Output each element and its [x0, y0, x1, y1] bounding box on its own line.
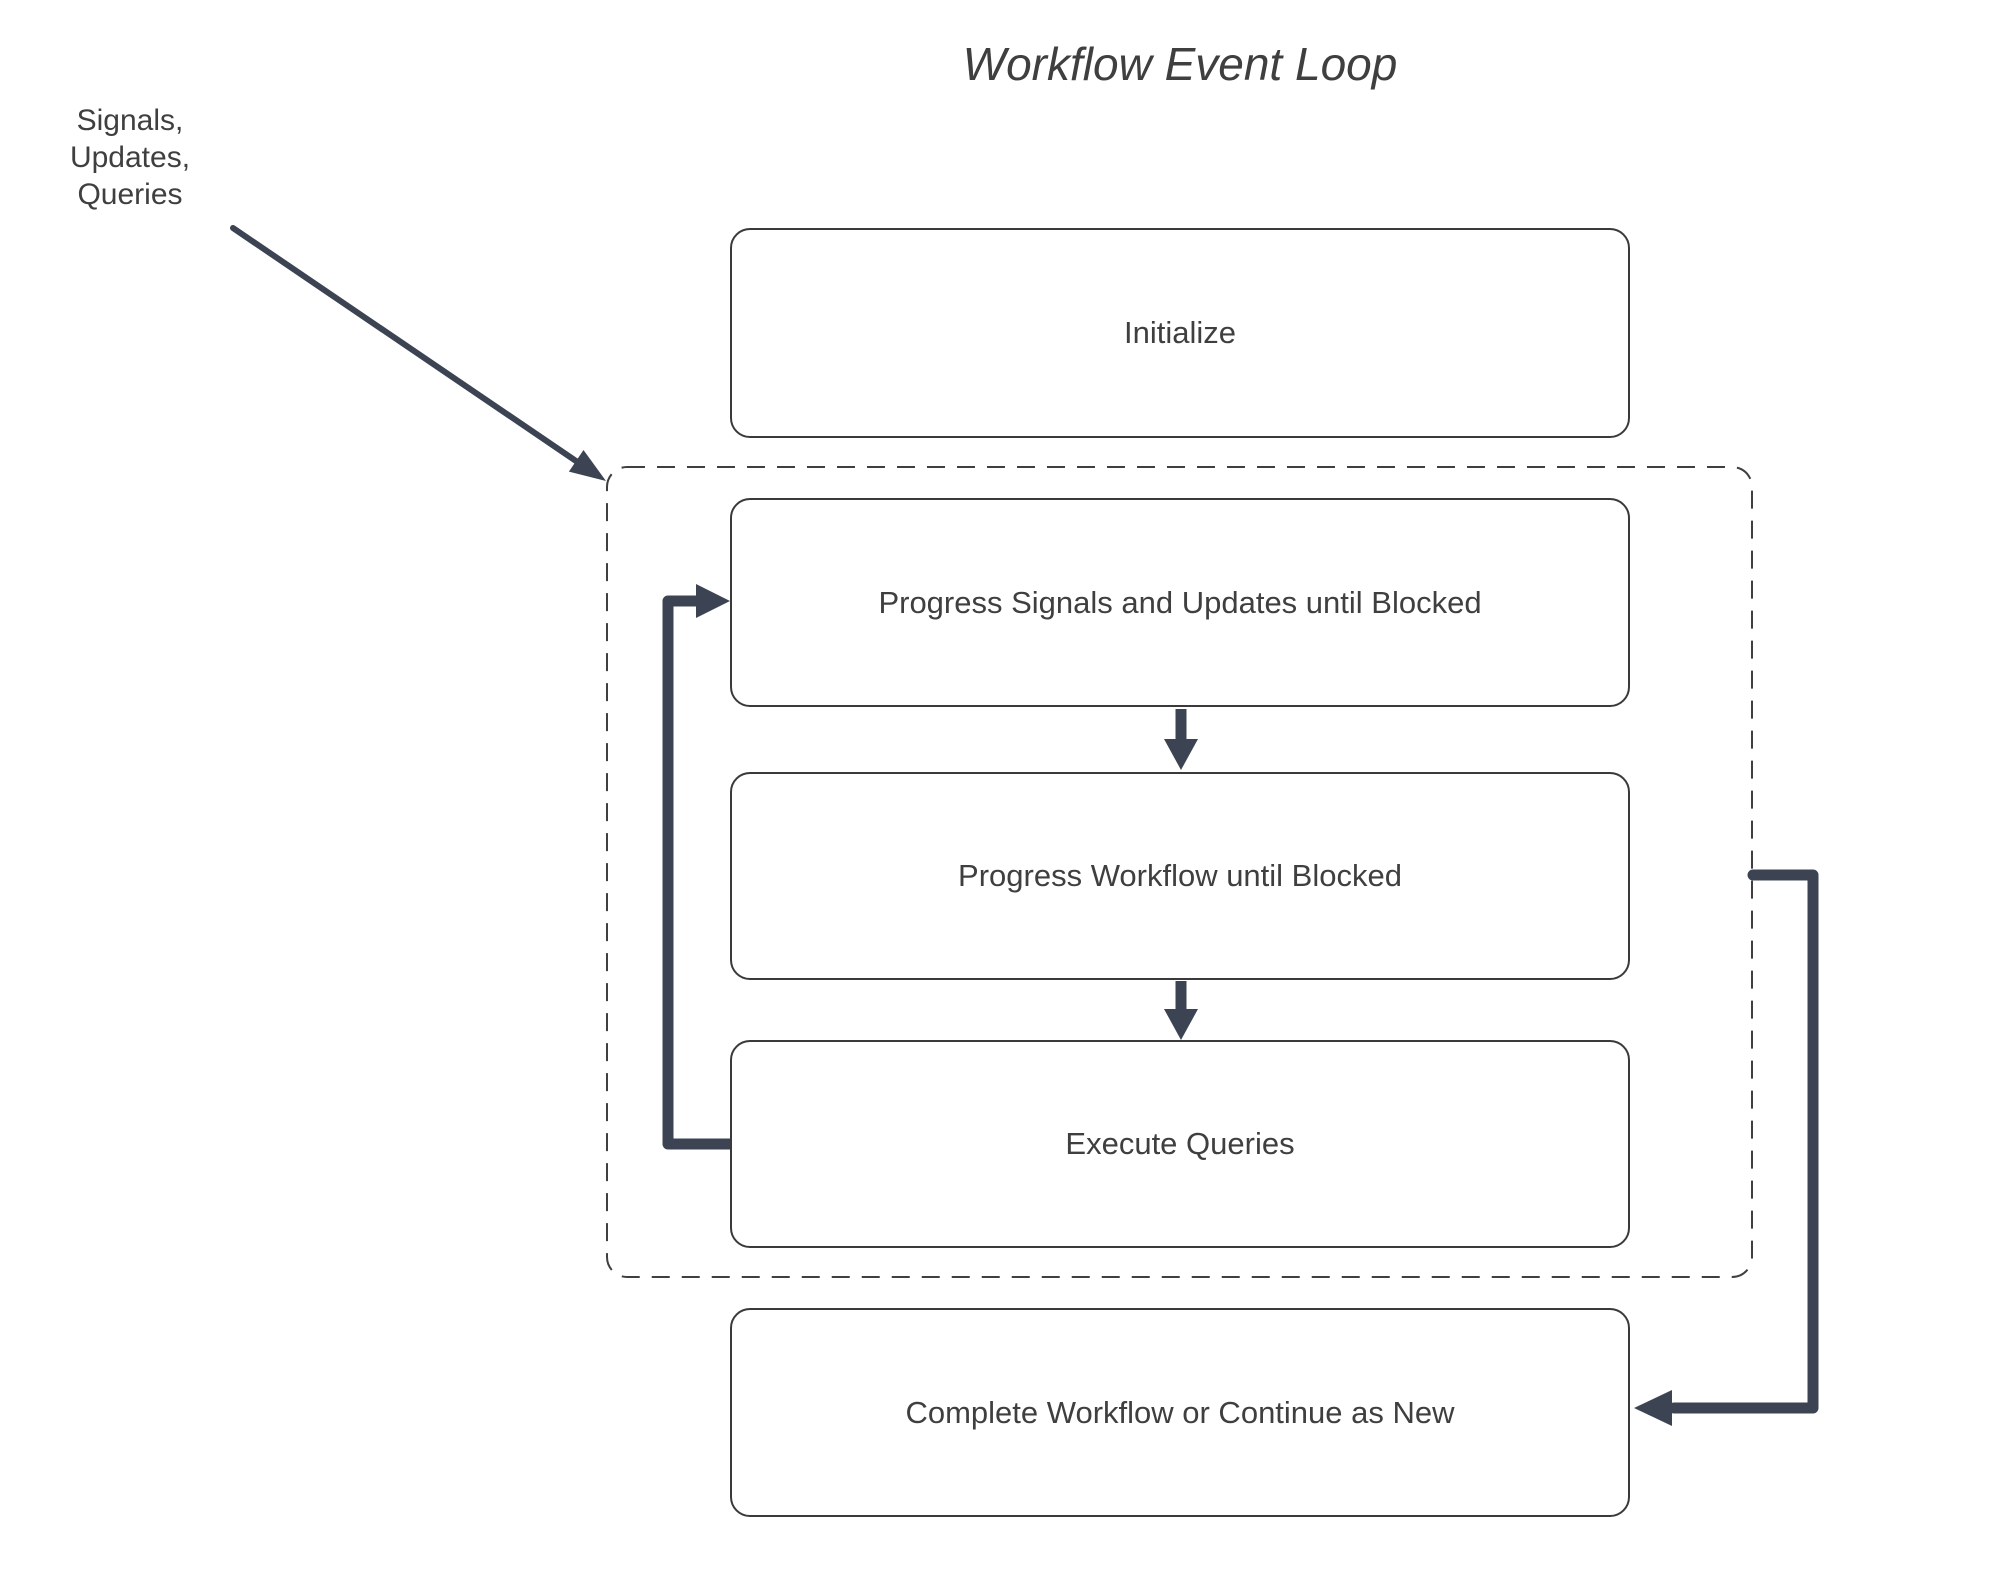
edge-progress-workflow-to-execute-queries	[1164, 981, 1198, 1040]
edge-signals-to-event-loop-arrowhead	[568, 450, 606, 481]
edge-execute-queries-loop-back	[662, 584, 736, 1150]
edge-progress-workflow-to-execute-queries-arrowhead	[1164, 1009, 1198, 1040]
event-loop-boundary	[606, 466, 1753, 1278]
edge-progress-signals-to-progress-workflow-arrowhead	[1164, 739, 1198, 770]
annotation-signals-updates-queries: Signals, Updates, Queries	[69, 104, 191, 211]
node-progress-signals-updates-label: Progress Signals and Updates until Block…	[878, 584, 1482, 620]
diagram-title: Workflow Event Loop	[962, 38, 1398, 90]
node-execute-queries: Execute Queries	[730, 1040, 1630, 1248]
node-initialize: Initialize	[730, 228, 1630, 438]
edge-execute-queries-loop-back-arrowhead	[696, 584, 730, 618]
edge-signals-to-event-loop	[230, 225, 606, 481]
node-progress-workflow-label: Progress Workflow until Blocked	[958, 858, 1402, 893]
node-complete-workflow-label: Complete Workflow or Continue as New	[905, 1394, 1455, 1430]
node-complete-workflow: Complete Workflow or Continue as New	[730, 1308, 1630, 1517]
node-progress-workflow: Progress Workflow until Blocked	[730, 772, 1630, 980]
edge-event-loop-to-complete	[1634, 869, 1819, 1426]
node-execute-queries-label: Execute Queries	[1065, 1126, 1295, 1161]
edge-event-loop-to-complete-arrowhead	[1634, 1390, 1672, 1426]
node-initialize-label: Initialize	[1124, 315, 1236, 350]
node-progress-signals-updates: Progress Signals and Updates until Block…	[730, 498, 1630, 707]
edge-progress-signals-to-progress-workflow	[1164, 709, 1198, 770]
